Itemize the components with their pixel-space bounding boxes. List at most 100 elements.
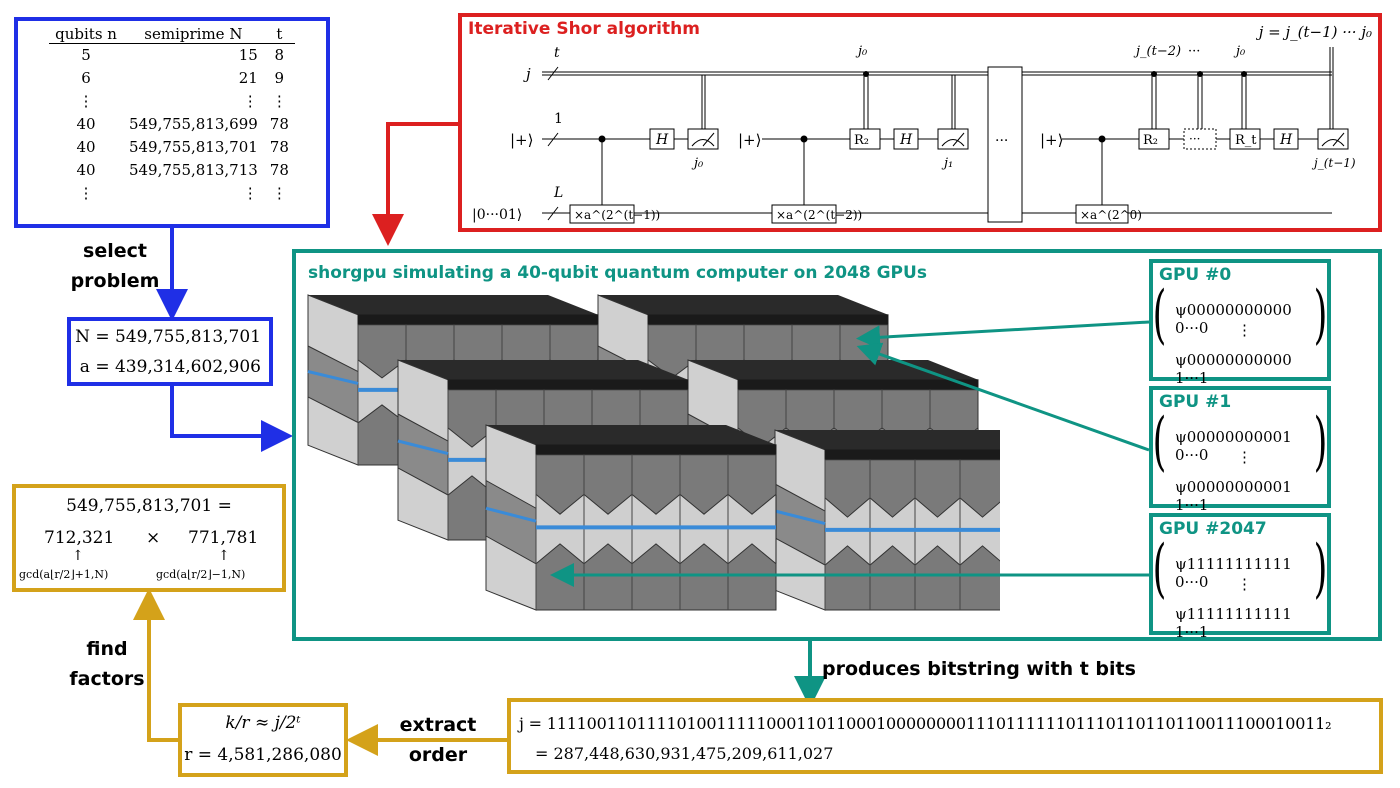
repeat-block bbox=[987, 66, 1023, 223]
table-cell: ⋮ bbox=[242, 92, 258, 110]
gpu-0-title: GPU #0 bbox=[1159, 265, 1232, 285]
measure-label-2: j₁ bbox=[941, 156, 953, 171]
find-label-line1: find bbox=[86, 638, 128, 660]
factor-1-arrow: ↑ bbox=[72, 548, 84, 564]
header-t: t bbox=[263, 25, 295, 44]
table-cell: 5 bbox=[81, 46, 91, 64]
order-box: k/r ≈ j/2ᵗ r = 4,581,286,080 bbox=[178, 703, 348, 777]
control-label-2: j_(t−2) bbox=[1133, 44, 1181, 59]
shor-circuit: j |+⟩ |0···01⟩ t 1 L ×a^(2^(t−1)) H j₀ |… bbox=[472, 44, 1356, 224]
gpu-1-box: GPU #1 ( ) ψ00000000001 0···0 ⋮ ψ0000000… bbox=[1149, 386, 1331, 514]
factors-box: 549,755,813,701 = 712,321 × 771,781 ↑ ↑ … bbox=[12, 484, 286, 592]
table-cell: 549,755,813,699 bbox=[128, 115, 258, 133]
gate-label-r2-2: R₂ bbox=[1143, 133, 1158, 148]
rack-back-left-side-light bbox=[307, 370, 359, 385]
rack-mid-left-side-light bbox=[397, 439, 449, 456]
selected-a: a = 439,314,602,906 bbox=[79, 357, 261, 377]
find-label-line2: factors bbox=[69, 668, 145, 690]
wire-label-plus: |+⟩ bbox=[510, 131, 533, 149]
gpu-2047-left-paren: ( bbox=[1152, 532, 1167, 606]
gate-label-h2: H bbox=[899, 132, 913, 148]
rack-back-left-top bbox=[308, 295, 598, 315]
gpu-1-right-paren: ) bbox=[1313, 405, 1328, 479]
shor-circuit-box: Iterative Shor algorithm j = j_(t−1) ···… bbox=[458, 13, 1382, 232]
arrow-find-factors bbox=[133, 588, 178, 742]
shor-title: Iterative Shor algorithm bbox=[468, 19, 700, 39]
gpu-0-left-paren: ( bbox=[1152, 278, 1167, 352]
gpu-2047-first-amp: ψ11111111111 0···0 bbox=[1175, 555, 1292, 591]
rack-front-left-top bbox=[486, 425, 776, 445]
rack-mid-right-top bbox=[688, 360, 978, 380]
gpu-2047-dots: ⋮ bbox=[1237, 575, 1252, 593]
gate-label-rt: R_t bbox=[1235, 133, 1257, 148]
table-cell: 549,755,813,701 bbox=[128, 138, 258, 156]
gpu-0-right-paren: ) bbox=[1313, 278, 1328, 352]
rack-back-right-front-top bbox=[648, 314, 888, 325]
control-label-4: j₀ bbox=[1233, 44, 1246, 59]
bitstring-decimal: = 287,448,630,931,475,209,611,027 bbox=[535, 744, 834, 763]
plus-label-2: |+⟩ bbox=[738, 131, 761, 149]
header-semiprime: semiprime N bbox=[122, 25, 264, 44]
factors-product: 549,755,813,701 = bbox=[66, 496, 232, 516]
table-cell: 78 bbox=[269, 138, 289, 156]
table-cell: 40 bbox=[76, 115, 96, 133]
table-row: 40 549,755,813,701 78 bbox=[49, 136, 295, 159]
rack-front-right-front-top bbox=[825, 449, 1000, 460]
wire-label-j: j bbox=[523, 65, 531, 83]
rack-mid-left-front-top bbox=[448, 379, 688, 390]
extract-label-line2: order bbox=[408, 744, 468, 766]
find-factors-label: find factors bbox=[52, 634, 162, 694]
table-cell: 40 bbox=[76, 161, 96, 179]
factor-2: 771,781 bbox=[188, 528, 259, 548]
top-label-t: t bbox=[554, 45, 560, 61]
gpu-2047-title: GPU #2047 bbox=[1159, 519, 1267, 539]
rack-mid-left-top bbox=[398, 360, 688, 380]
gpu-2047-box: GPU #2047 ( ) ψ11111111111 0···0 ⋮ ψ1111… bbox=[1149, 513, 1331, 641]
top-label-L: L bbox=[553, 185, 563, 201]
rack-back-right-top bbox=[598, 295, 888, 315]
rack-back-left-front-top bbox=[358, 314, 598, 325]
times-sign: × bbox=[146, 528, 161, 548]
extract-order-label: extract order bbox=[388, 710, 488, 770]
table-cell: 6 bbox=[81, 69, 91, 87]
order-r: r = 4,581,286,080 bbox=[184, 745, 342, 765]
gpu-0-box: GPU #0 ( ) ψ00000000000 0···0 ⋮ ψ0000000… bbox=[1149, 259, 1331, 387]
rack-front-left-side-light bbox=[485, 506, 537, 523]
arrow-to-gpu-panel bbox=[170, 386, 293, 452]
modmul-gate-3 bbox=[1075, 204, 1129, 224]
gpu-2047-last-amp: ψ11111111111 1···1 bbox=[1175, 605, 1292, 641]
phase-gate-r2-1 bbox=[849, 128, 881, 150]
gate-label-ellipsis: ··· bbox=[1189, 132, 1200, 146]
gpu-0-dots: ⋮ bbox=[1237, 321, 1252, 339]
measure-label-3: j_(t−1) bbox=[1311, 156, 1356, 170]
op-label-3: ×a^(2^0) bbox=[1080, 208, 1142, 222]
table-cell: ⋮ bbox=[271, 184, 287, 202]
bitstring-j: j = 111100110111101001111100011011000100… bbox=[519, 714, 1332, 733]
gate-label-r2-1: R₂ bbox=[854, 133, 869, 148]
table-cell: 549,755,813,713 bbox=[128, 161, 258, 179]
repeat-dots: ··· bbox=[995, 133, 1008, 149]
server-racks bbox=[307, 294, 1000, 611]
gpu-1-first-amp: ψ00000000001 0···0 bbox=[1175, 428, 1292, 464]
pointer-gpu-0 bbox=[856, 320, 1150, 350]
pointer-gpu-1 bbox=[856, 342, 1150, 452]
table-row: ⋮⋮⋮ bbox=[49, 182, 295, 205]
plus-label-3: |+⟩ bbox=[1040, 131, 1063, 149]
wire-label-register: |0···01⟩ bbox=[472, 207, 522, 223]
control-label-1: j₀ bbox=[855, 44, 868, 59]
rack-front-right-side-light bbox=[774, 509, 826, 526]
table-cell: 40 bbox=[76, 138, 96, 156]
hadamard-gate-3 bbox=[1273, 128, 1299, 150]
rack-mid-right-front-top bbox=[738, 379, 978, 390]
table-cell: ⋮ bbox=[78, 184, 94, 202]
gpu-1-left-paren: ( bbox=[1152, 405, 1167, 479]
arrow-shor-to-gpu bbox=[372, 122, 458, 246]
control-label-3: ··· bbox=[1188, 44, 1200, 59]
table-cell: 9 bbox=[274, 69, 285, 87]
order-ratio: k/r ≈ j/2ᵗ bbox=[225, 713, 301, 733]
table-cell: 8 bbox=[274, 46, 285, 64]
factor-2-arrow: ↑ bbox=[218, 548, 230, 564]
